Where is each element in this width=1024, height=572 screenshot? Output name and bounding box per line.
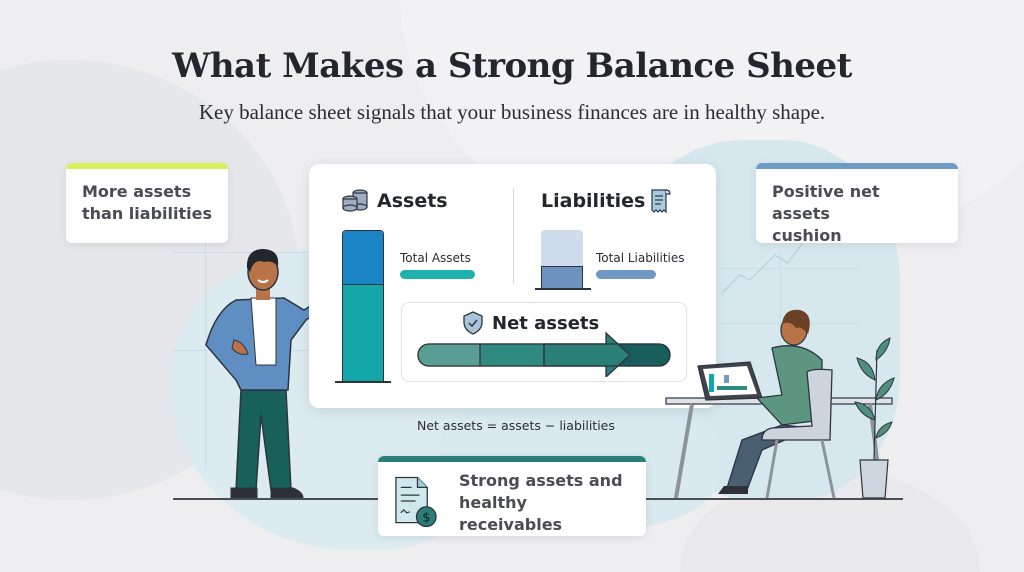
net-assets-heading: Net assets	[492, 313, 600, 334]
callout-text: Positive net assets	[772, 182, 880, 223]
section-divider	[513, 188, 514, 284]
total-assets-indicator	[400, 270, 475, 279]
trend-line-icon	[721, 234, 809, 294]
coins-icon	[342, 189, 368, 212]
callout-text: than liabilities	[82, 204, 212, 223]
callout-text: healthy receivables	[458, 493, 563, 534]
callout-positive-net-assets: Positive net assets cushion downturns	[756, 163, 958, 243]
net-assets-box: Net assets	[401, 302, 687, 382]
balance-panel: Assets Liabilities Total Assets Total Li…	[309, 164, 716, 408]
net-assets-progress-arrow	[417, 331, 671, 377]
page-title: What Makes a Strong Balance Sheet	[172, 46, 852, 86]
page-subtitle: Key balance sheet signals that your busi…	[198, 100, 826, 124]
grid-line	[780, 250, 781, 370]
grid-line	[205, 240, 206, 470]
worker-at-desk-illustration	[665, 309, 895, 499]
total-liabilities-indicator	[596, 270, 656, 279]
assets-bar-segment	[343, 285, 383, 382]
liabilities-bar	[541, 230, 583, 289]
assets-heading: Assets	[377, 190, 448, 212]
callout-accent-bar	[756, 163, 958, 169]
callout-more-assets: More assets than liabilities	[66, 163, 228, 243]
bar-baseline	[335, 381, 391, 383]
invoice-dollar-icon: $	[395, 476, 437, 528]
grid-line	[172, 252, 312, 253]
callout-accent-bar	[66, 163, 228, 169]
callout-text: Strong assets and	[458, 471, 623, 490]
shield-check-icon	[463, 311, 483, 335]
assets-bar	[342, 230, 384, 382]
total-assets-label: Total Assets	[400, 251, 471, 265]
liabilities-heading: Liabilities	[541, 190, 646, 212]
grid-line	[720, 268, 860, 269]
net-assets-formula: Net assets = assets − liabilities	[417, 418, 615, 433]
liabilities-bar-segment	[541, 230, 583, 266]
receipt-icon	[651, 189, 671, 214]
assets-bar-segment	[343, 231, 383, 285]
total-liabilities-label: Total Liabilities	[596, 251, 685, 265]
callout-strong-assets: $ Strong assets and healthy receivables	[378, 456, 646, 536]
callout-text: More assets	[82, 182, 192, 201]
callout-text: cushion downturns	[772, 226, 842, 243]
svg-text:$: $	[422, 511, 430, 526]
bar-baseline	[535, 288, 591, 290]
liabilities-bar-segment	[541, 266, 583, 289]
callout-accent-bar	[378, 456, 646, 462]
